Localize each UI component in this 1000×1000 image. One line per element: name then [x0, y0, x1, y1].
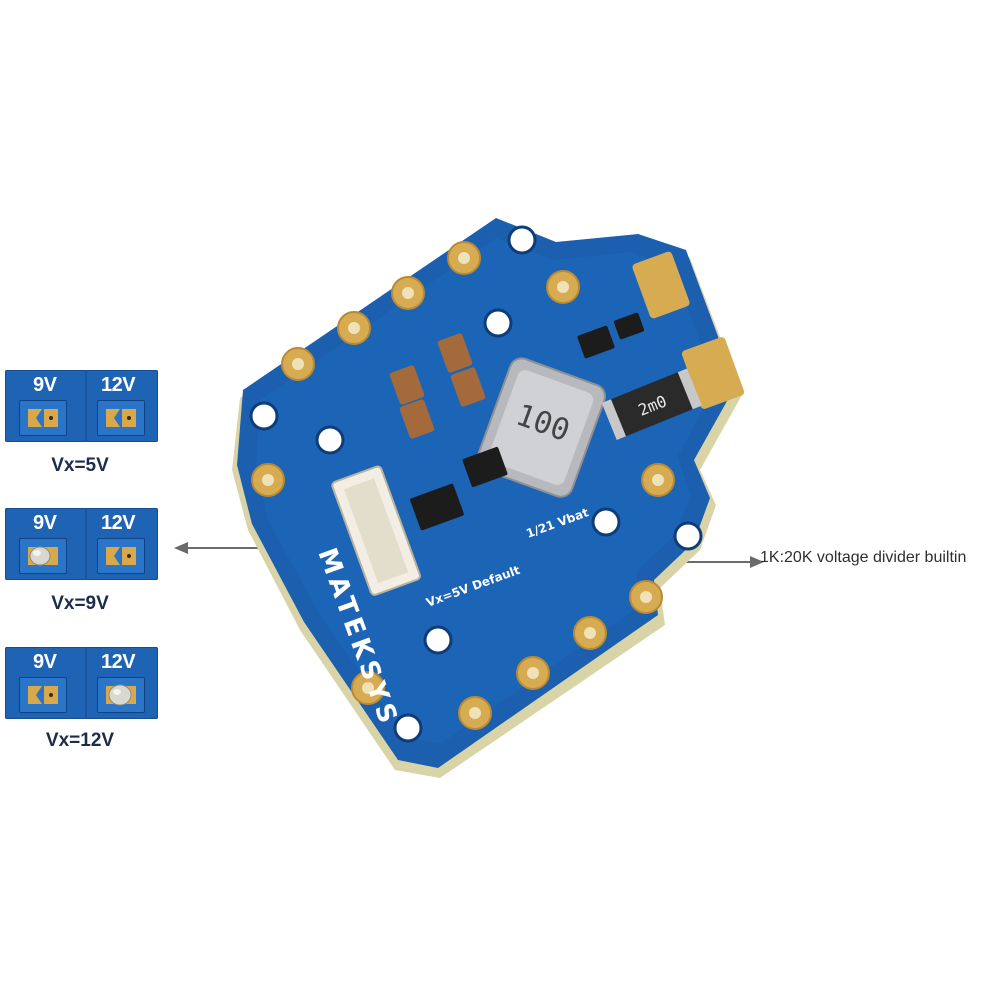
jumper-pad-12v-bridged — [97, 677, 145, 713]
jumper-pad-9v — [19, 677, 67, 713]
jumper-pad-9v-bridged — [19, 538, 67, 574]
panel-divider — [85, 370, 87, 442]
chips — [410, 312, 645, 531]
label-12v: 12V — [101, 512, 136, 534]
inductor: 100 — [476, 357, 606, 498]
capacitors — [389, 333, 486, 439]
jumper-panel-vx-12v: 9V 12V — [5, 647, 158, 719]
jumper-panel-vx-5v: 9V 12V — [5, 370, 158, 442]
label-12v: 12V — [101, 374, 136, 396]
panel-divider — [85, 508, 87, 580]
mounting-holes — [249, 225, 703, 743]
caption-vx-5v: Vx=5V — [51, 455, 109, 476]
jumper-pad-12v — [97, 400, 145, 436]
caption-vx-12v: Vx=12V — [45, 730, 115, 751]
label-9v: 9V — [33, 651, 57, 673]
jst-connector — [331, 465, 421, 596]
jumper-pad-12v — [97, 538, 145, 574]
battery-pads — [632, 251, 745, 409]
voltage-divider-callout: 1K:20K voltage divider builtin — [760, 549, 967, 566]
shunt-resistor: 2m0 — [601, 368, 702, 441]
label-9v: 9V — [33, 512, 57, 534]
caption-vx-9v: Vx=9V — [51, 593, 109, 614]
panel-divider — [85, 647, 87, 719]
jumper-pad-9v — [19, 400, 67, 436]
jumper-panel-vx-9v: 9V 12V — [5, 508, 158, 580]
label-9v: 9V — [33, 374, 57, 396]
label-12v: 12V — [101, 651, 136, 673]
